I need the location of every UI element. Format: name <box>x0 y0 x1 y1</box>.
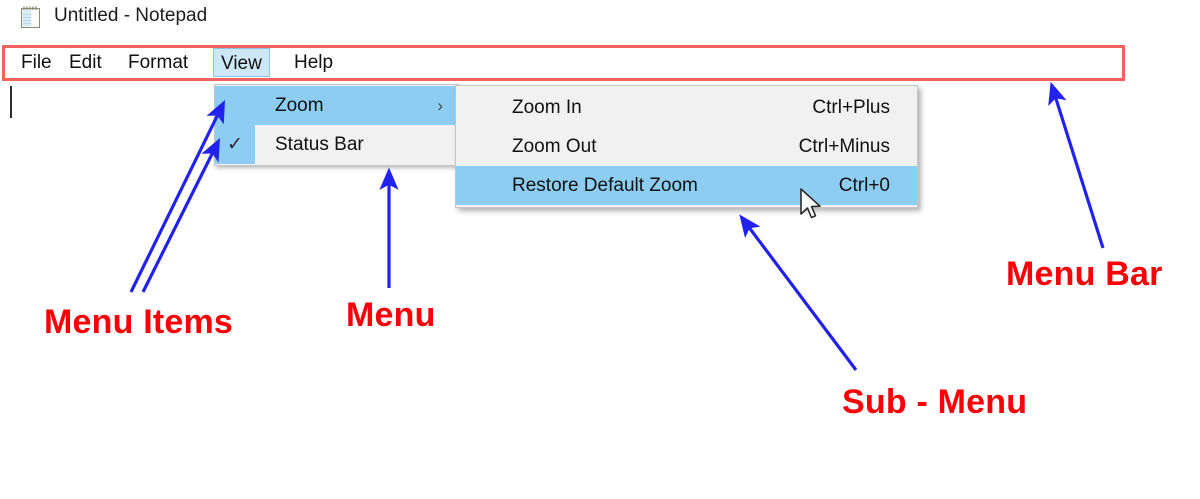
menu-item-status-bar[interactable]: ✓ Status Bar <box>215 125 458 164</box>
arrow-sub-menu <box>739 214 858 371</box>
chevron-right-icon: › <box>437 96 443 115</box>
submenu-item-zoom-out-accelerator: Ctrl+Minus <box>798 135 890 157</box>
checkmark-icon: ✓ <box>227 134 243 155</box>
mouse-cursor-icon <box>800 188 821 219</box>
submenu-item-restore-default-zoom[interactable]: Restore Default Zoom Ctrl+0 <box>456 166 917 205</box>
menu-item-format[interactable]: Format <box>128 52 189 73</box>
menu-item-status-bar-label: Status Bar <box>275 133 364 155</box>
annotation-sub-menu: Sub - Menu <box>842 383 1028 421</box>
menu-item-zoom-label: Zoom <box>275 94 324 116</box>
submenu-item-zoom-in-accelerator: Ctrl+Plus <box>812 96 890 118</box>
zoom-gutter <box>215 86 255 125</box>
submenu-item-zoom-out[interactable]: Zoom Out Ctrl+Minus <box>456 127 917 166</box>
zoom-submenu[interactable]: Zoom In Ctrl+Plus Zoom Out Ctrl+Minus Re… <box>455 85 918 208</box>
annotation-menu-bar: Menu Bar <box>1006 255 1163 293</box>
submenu-item-zoom-in-label: Zoom In <box>512 96 582 118</box>
menu-item-edit[interactable]: Edit <box>69 52 102 73</box>
submenu-item-zoom-out-label: Zoom Out <box>512 135 597 157</box>
annotation-menu: Menu <box>346 296 436 334</box>
submenu-item-restore-default-zoom-accelerator: Ctrl+0 <box>838 174 890 196</box>
status-bar-gutter: ✓ <box>215 125 255 164</box>
text-caret <box>10 86 12 118</box>
menu-bar[interactable] <box>0 45 1200 82</box>
submenu-item-zoom-in[interactable]: Zoom In Ctrl+Plus <box>456 88 917 127</box>
view-dropdown-menu[interactable]: Zoom › ✓ Status Bar <box>214 84 459 166</box>
notepad-icon <box>21 6 40 28</box>
submenu-item-restore-default-zoom-label: Restore Default Zoom <box>512 174 698 196</box>
annotation-menu-items: Menu Items <box>44 303 234 341</box>
menu-item-view[interactable]: View <box>213 48 270 77</box>
menu-item-file[interactable]: File <box>21 52 52 73</box>
title-bar: Untitled - Notepad <box>0 0 1200 40</box>
menu-item-zoom[interactable]: Zoom › <box>215 86 458 125</box>
menu-item-help[interactable]: Help <box>294 52 334 73</box>
window-title: Untitled - Notepad <box>54 5 208 26</box>
